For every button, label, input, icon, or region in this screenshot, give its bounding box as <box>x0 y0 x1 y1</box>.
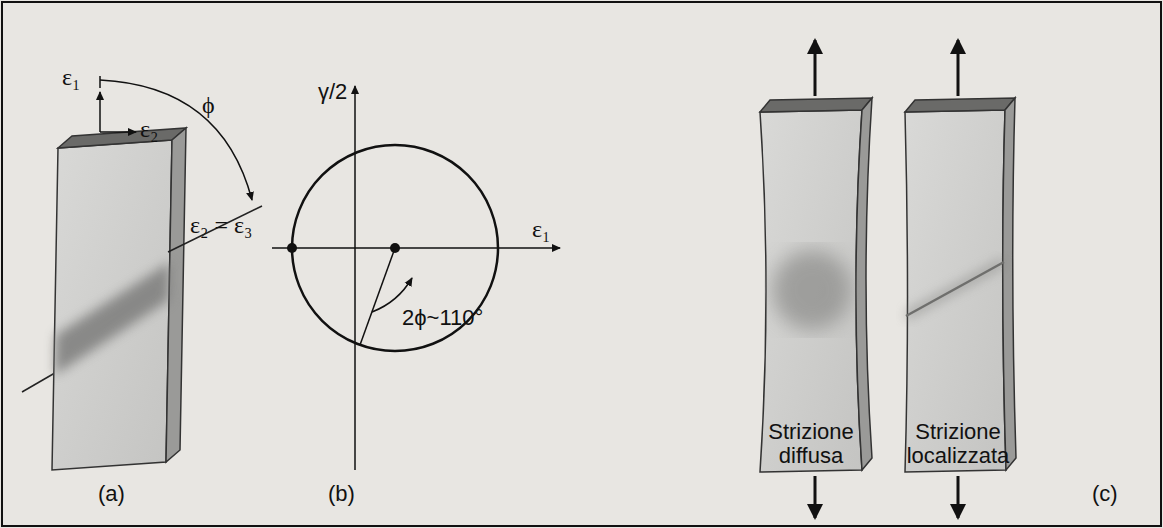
panel-label: (b) <box>328 482 355 506</box>
strain-axis-label: ε₁ <box>62 64 80 90</box>
point-label: ε₂ = ε₃ <box>190 212 252 238</box>
panel-label: (a) <box>98 482 125 506</box>
axis-label: ε₁ <box>532 216 550 242</box>
specimen-caption: Strizione localizzata <box>893 420 1023 468</box>
panel-label: (c) <box>1092 482 1118 506</box>
strain-axis-label: ε₂ <box>140 116 158 142</box>
mohr-circle <box>272 86 560 470</box>
specimen-a <box>22 76 262 470</box>
specimen-caption: Strizione diffusa <box>746 420 876 468</box>
axis-label: γ/2 <box>318 80 347 104</box>
angle-label: ϕ <box>202 92 215 118</box>
angle-label: 2ϕ~110° <box>402 306 483 330</box>
